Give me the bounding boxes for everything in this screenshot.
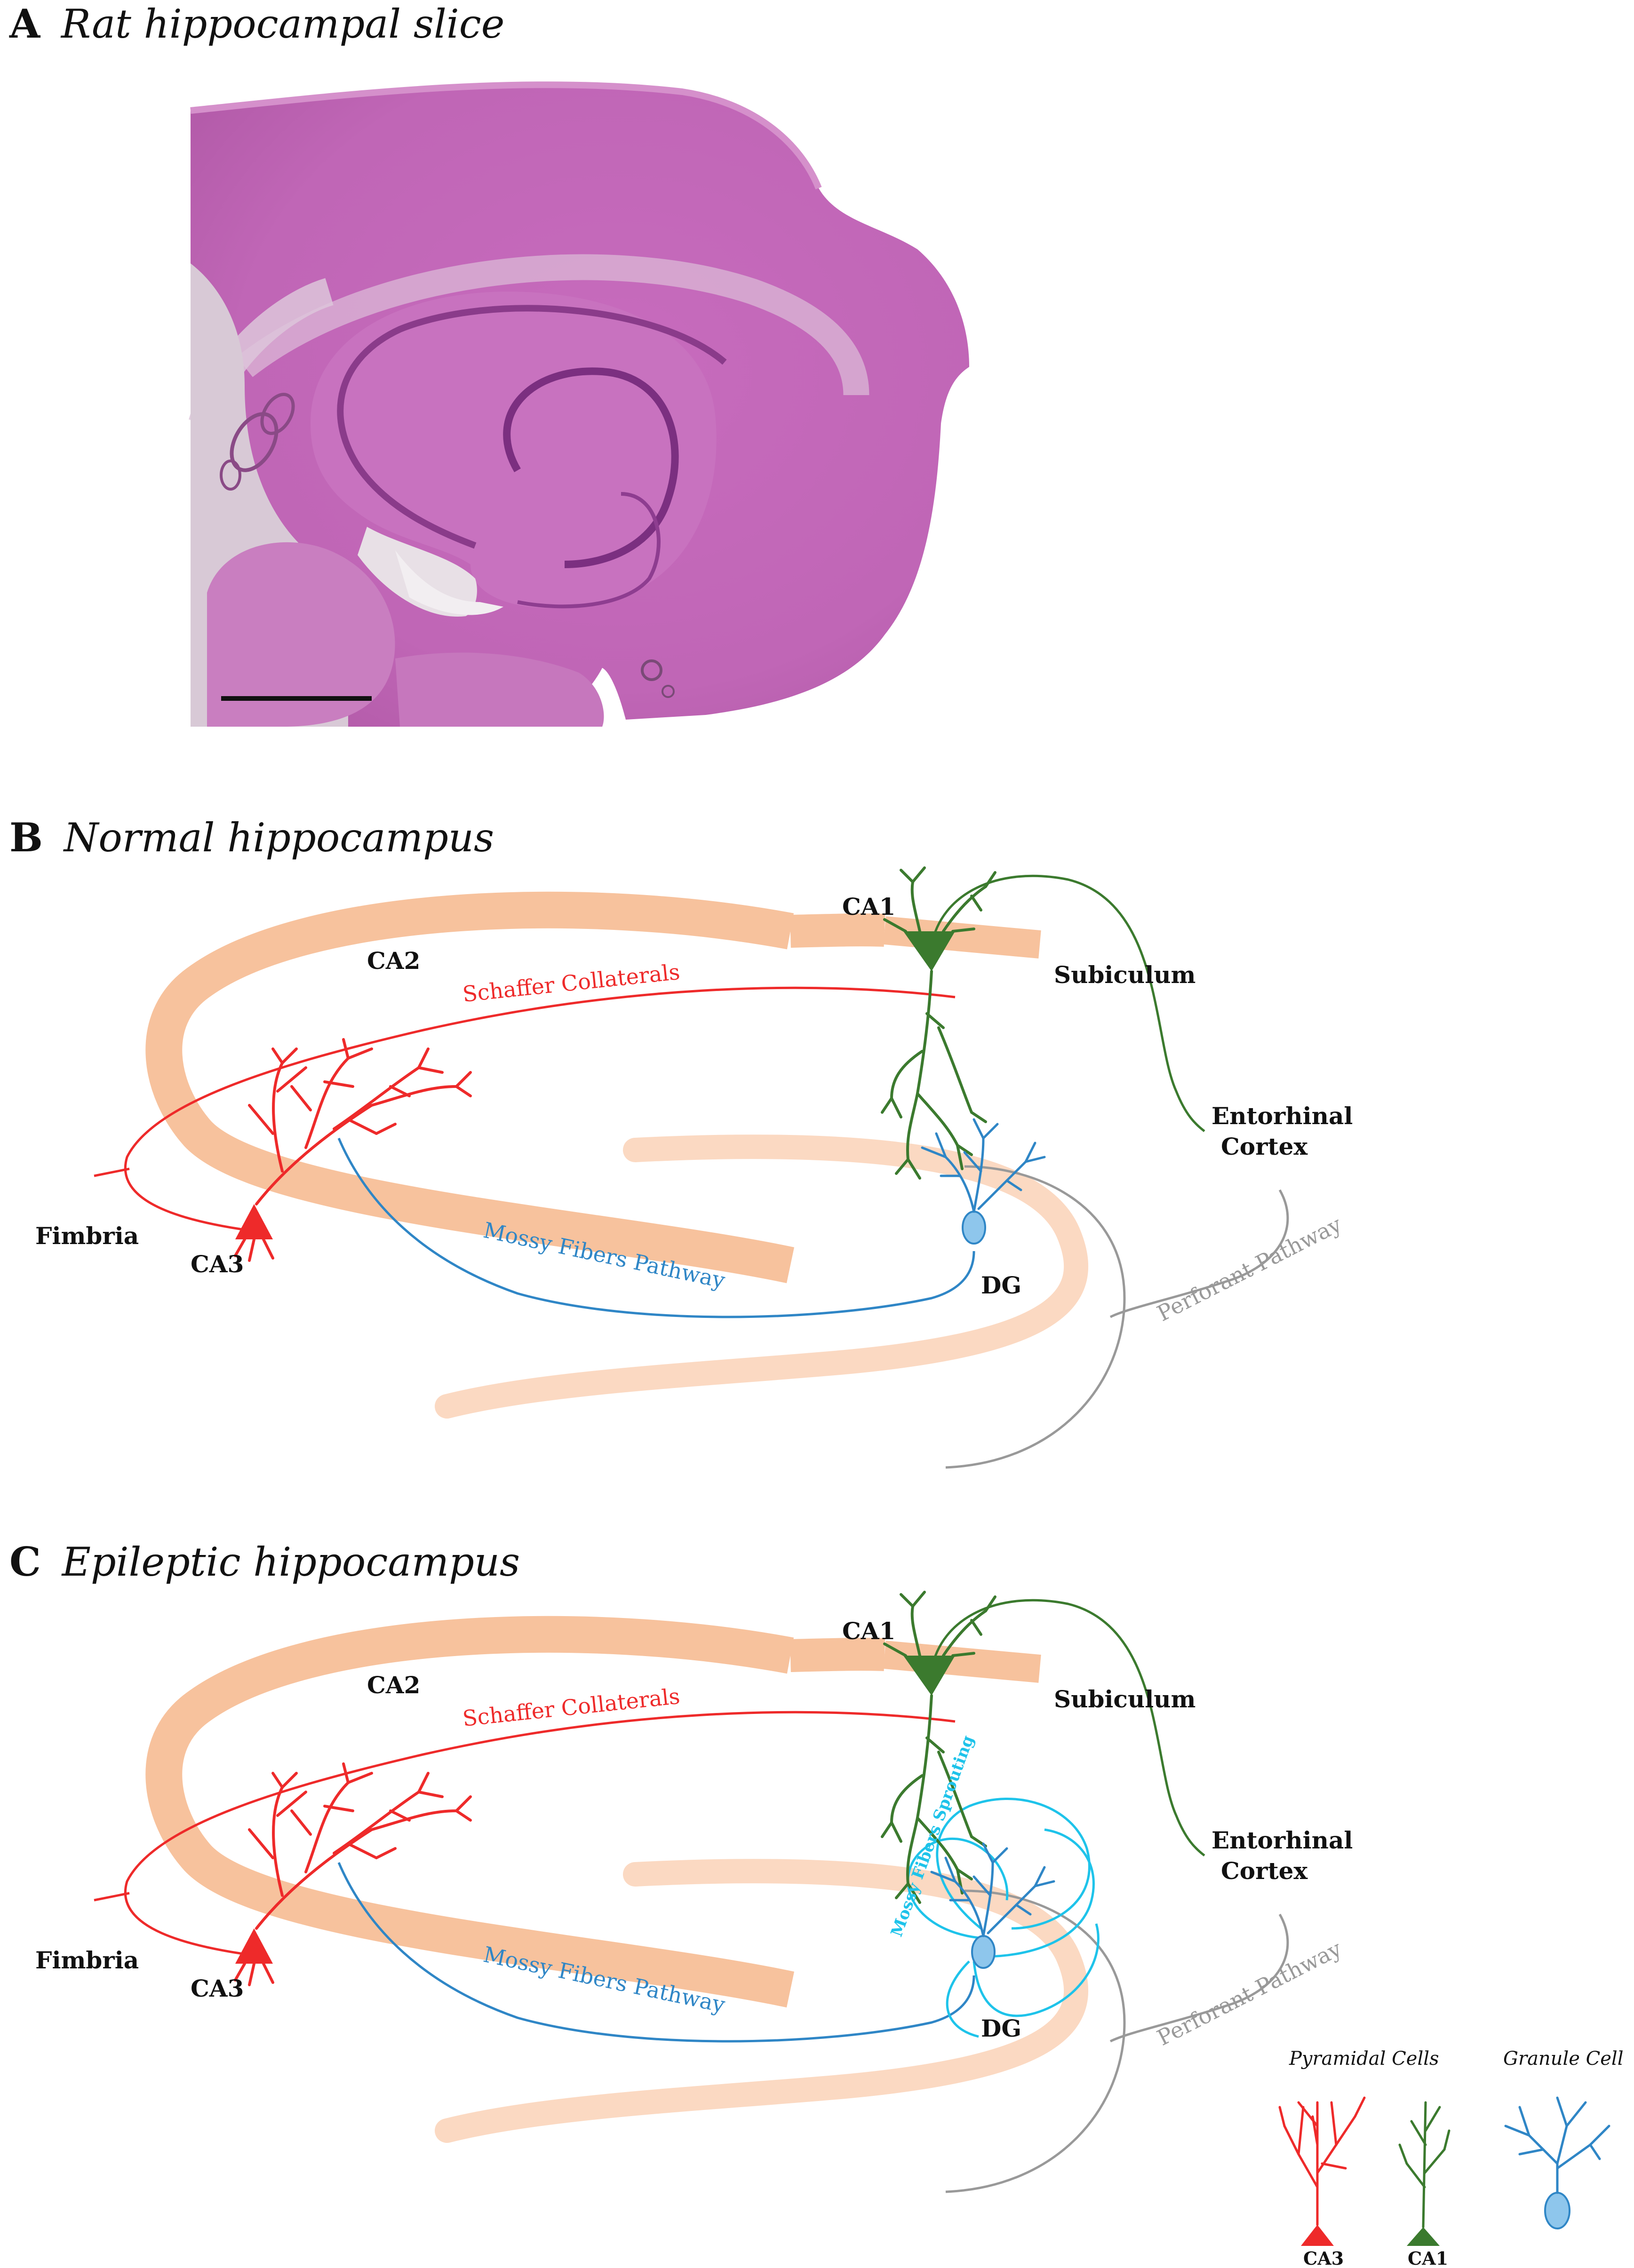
schaffer-label: Schaffer Collaterals	[462, 1683, 681, 1731]
panel-c: C Epileptic hippocampus	[9, 1538, 1353, 2193]
ca1-neuron	[882, 868, 995, 1178]
subiculum-label: Subiculum	[1054, 1685, 1196, 1713]
diagram-normal: CA1 CA2 Subiculum Entorhinal Cortex Fimb…	[35, 868, 1353, 1469]
legend-ca3-neuron	[1278, 2096, 1366, 2246]
ca1-axon	[930, 1599, 1205, 1856]
diagram-epileptic: CA1 CA2 Subiculum Entorhinal Cortex Fimb…	[35, 1592, 1353, 2193]
panel-b: B Normal hippocampus CA1 CA2 Subicul	[9, 814, 1353, 1469]
svg-text:C Epileptic hippocampus: C Epileptic hippocampus	[9, 1538, 520, 1585]
sprouting-label: Mossy Fibers Sprouting	[887, 1733, 978, 1939]
ca2-label: CA2	[367, 947, 420, 975]
svg-text:A Rat hippocampal slice: A Rat hippocampal slice	[9, 0, 504, 47]
perforant-pathway	[945, 1165, 1289, 1469]
ca1-axon	[930, 874, 1205, 1132]
mossy-fibers	[337, 1862, 975, 2043]
panel-a-title: Rat hippocampal slice	[60, 1, 505, 47]
fimbria-label: Fimbria	[35, 1946, 139, 1974]
perforant-pathway	[945, 1889, 1289, 2193]
schaffer-label: Schaffer Collaterals	[462, 959, 681, 1007]
legend-ca3-label: CA3	[1303, 2248, 1344, 2268]
legend-granule-title: Granule Cell	[1503, 2048, 1624, 2070]
entorhinal-label-line2: Cortex	[1221, 1857, 1308, 1885]
panel-b-title: Normal hippocampus	[63, 815, 494, 861]
entorhinal-label-line1: Entorhinal	[1212, 1102, 1353, 1130]
entorhinal-label-line1: Entorhinal	[1212, 1826, 1353, 1854]
legend-ca1-neuron	[1398, 2101, 1451, 2246]
mossy-fibers	[337, 1138, 975, 1318]
panel-b-letter: B	[9, 814, 43, 861]
schaffer-collaterals	[124, 986, 956, 1234]
perforant-label: Perforant Pathway	[1153, 1211, 1346, 1326]
legend-pyramidal-title: Pyramidal Cells	[1289, 2048, 1439, 2070]
mossy-sprouting	[907, 1797, 1100, 2038]
fimbria-axon	[94, 1892, 130, 1902]
legend: Pyramidal Cells Granule Cell CA3	[1278, 2048, 1624, 2268]
histology-image	[189, 81, 969, 727]
ca2-label: CA2	[367, 1671, 420, 1699]
ca3-label: CA3	[191, 1250, 244, 1278]
perforant-label: Perforant Pathway	[1153, 1935, 1346, 2050]
panel-c-title: Epileptic hippocampus	[61, 1539, 520, 1585]
subiculum-label: Subiculum	[1054, 961, 1196, 989]
panel-a: A Rat hippocampal slice	[9, 0, 969, 727]
panel-a-letter: A	[9, 0, 41, 47]
entorhinal-label-line2: Cortex	[1221, 1133, 1308, 1160]
legend-granule-neuron	[1504, 2096, 1610, 2229]
legend-ca1-label: CA1	[1408, 2248, 1448, 2268]
fimbria-label: Fimbria	[35, 1222, 139, 1250]
svg-text:B Normal hippocampus: B Normal hippocampus	[9, 814, 494, 861]
ca1-neuron	[882, 1592, 995, 1903]
ca3-label: CA3	[191, 1975, 244, 2002]
panel-c-letter: C	[9, 1538, 41, 1585]
schaffer-collaterals	[124, 1711, 956, 1958]
dg-label: DG	[981, 2014, 1021, 2042]
ca1-label: CA1	[842, 893, 895, 920]
fimbria-axon	[94, 1167, 130, 1177]
dg-label: DG	[981, 1271, 1021, 1299]
ca1-label: CA1	[842, 1617, 895, 1645]
